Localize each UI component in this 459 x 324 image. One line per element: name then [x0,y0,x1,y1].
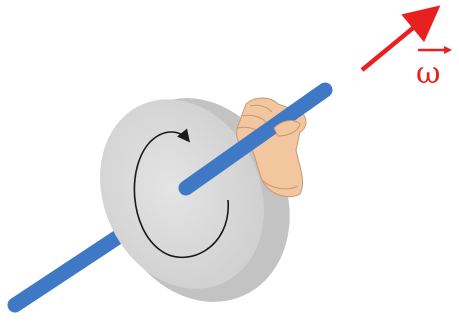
omega-label: ω [416,56,440,91]
omega-vector-bar-head [444,46,452,54]
